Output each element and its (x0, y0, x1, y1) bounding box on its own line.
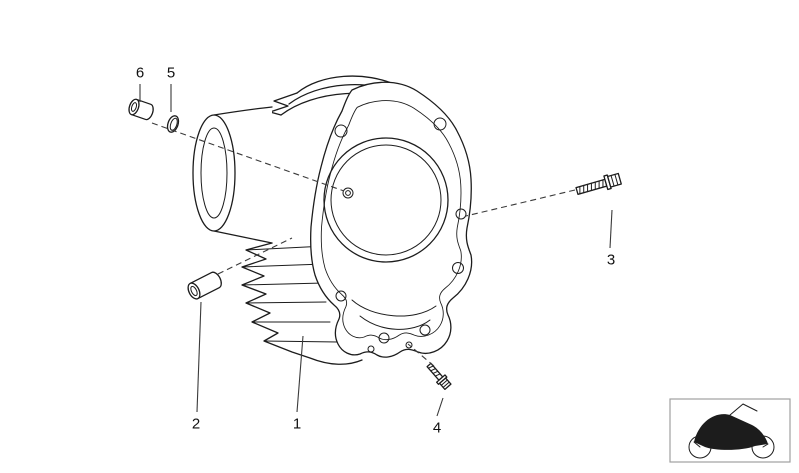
callout-label-5[interactable]: 5 (166, 64, 176, 82)
flange-holes (334, 117, 467, 344)
cylinder-bore (323, 137, 449, 263)
cylinder-fins-left (241, 242, 363, 365)
callout-label-1[interactable]: 1 (292, 415, 302, 433)
flange-casting-details (351, 299, 437, 353)
cylinder-sleeve (192, 106, 273, 244)
callout-label-6[interactable]: 6 (135, 64, 145, 82)
callout-stems (139, 84, 613, 417)
callout-label-4[interactable]: 4 (432, 419, 442, 437)
part-3-hex-bolt (575, 172, 622, 196)
part-2-dowel-pin (187, 271, 222, 300)
part-4-stud-bolt (426, 362, 452, 391)
callout-label-2[interactable]: 2 (191, 415, 201, 433)
cylinder-flange-face (309, 81, 473, 358)
motorcycle-icon (688, 403, 775, 459)
vehicle-thumbnail[interactable] (669, 398, 791, 463)
cylinder-drawing (192, 75, 473, 365)
part-6-bushing (128, 98, 154, 121)
leader-lines (151, 122, 576, 367)
callout-label-3[interactable]: 3 (606, 251, 616, 269)
